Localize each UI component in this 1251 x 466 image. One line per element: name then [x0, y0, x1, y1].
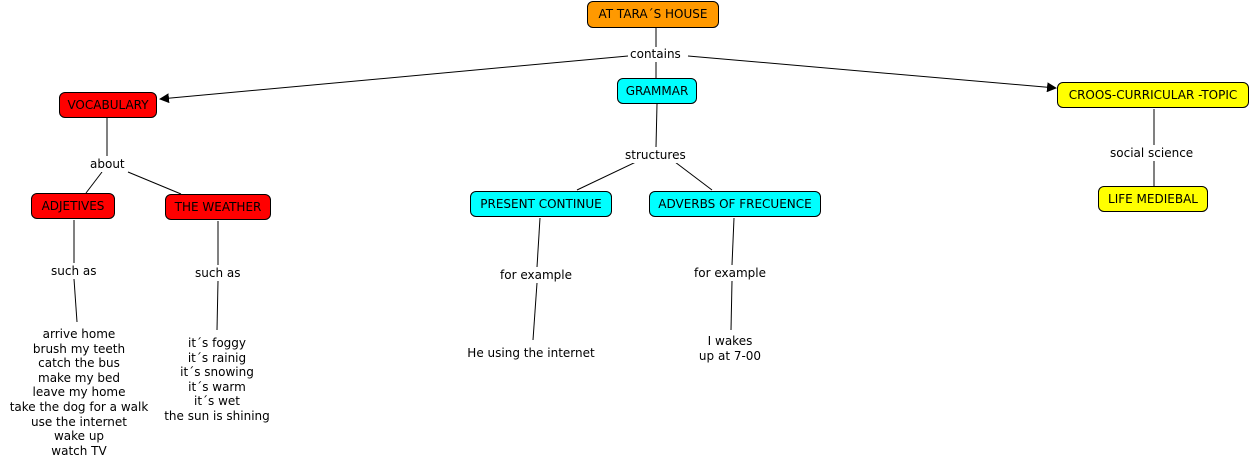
cross-curricular-node[interactable]: CROOS-CURRICULAR -TOPIC	[1057, 82, 1249, 108]
adjetives-node[interactable]: ADJETIVES	[31, 193, 115, 219]
weather-node[interactable]: THE WEATHER	[165, 194, 271, 220]
list-item: watch TV	[51, 443, 107, 458]
list-item: it´s foggy	[187, 336, 246, 350]
list-item: leave my home	[32, 385, 126, 400]
link-label-contains: contains	[628, 47, 683, 62]
link-about-weather	[127, 171, 182, 195]
list-item: make my bed	[38, 370, 120, 385]
list-item: wake up	[53, 429, 105, 444]
adjetives-items: arrive home brush my teeth catch the bus…	[5, 327, 153, 458]
list-item: take the dog for a walk	[9, 399, 149, 414]
link-grammar-structures	[655, 103, 658, 148]
link-label-structures: structures	[623, 148, 688, 163]
list-item: it´s wet	[193, 394, 240, 409]
link-label-such-as-adjetives: such as	[49, 264, 99, 279]
example-line: up at 7-00	[698, 348, 762, 363]
link-label-social-science: social science	[1108, 146, 1196, 161]
link-example-wakes	[730, 280, 733, 331]
link-example-he	[532, 282, 538, 341]
weather-items: it´s foggy it´s rainig it´s snowing it´s…	[160, 336, 274, 424]
list-item: use the internet	[30, 414, 127, 429]
link-label-for-example-present: for example	[498, 268, 574, 283]
example-text: He using the internet	[467, 346, 595, 360]
list-item: catch the bus	[38, 356, 120, 371]
link-label-for-example-adverbs: for example	[692, 266, 768, 281]
root-node[interactable]: AT TARA´S HOUSE	[587, 1, 719, 28]
link-adverbs-example	[731, 217, 735, 266]
link-label-about: about	[88, 157, 127, 172]
link-suchas-list2	[216, 280, 219, 331]
present-continue-node[interactable]: PRESENT CONTINUE	[470, 191, 612, 217]
link-about-adjetives	[85, 171, 103, 194]
grammar-node[interactable]: GRAMMAR	[617, 78, 697, 104]
list-item: arrive home	[42, 327, 116, 341]
adverbs-node[interactable]: ADVERBS OF FRECUENCE	[649, 191, 821, 217]
link-structures-present	[576, 161, 637, 191]
list-item: the sun is shining	[164, 408, 270, 423]
link-structures-adverbs	[674, 161, 713, 191]
adverbs-example: I wakes up at 7-00	[690, 334, 770, 363]
present-example: He using the internet	[460, 346, 602, 361]
list-item: brush my teeth	[32, 341, 126, 356]
list-item: it´s warm	[188, 379, 246, 394]
link-suchas-list1	[73, 278, 78, 323]
list-item: it´s rainig	[187, 350, 247, 365]
vocabulary-node[interactable]: VOCABULARY	[59, 92, 157, 118]
arrow-vocabulary	[159, 55, 629, 104]
life-mediebal-node[interactable]: LIFE MEDIEBAL	[1098, 186, 1208, 212]
link-label-such-as-weather: such as	[193, 266, 243, 281]
example-line: I wakes	[707, 334, 753, 348]
link-present-example	[536, 217, 541, 268]
arrow-cross	[687, 55, 1057, 93]
list-item: it´s snowing	[180, 365, 254, 380]
